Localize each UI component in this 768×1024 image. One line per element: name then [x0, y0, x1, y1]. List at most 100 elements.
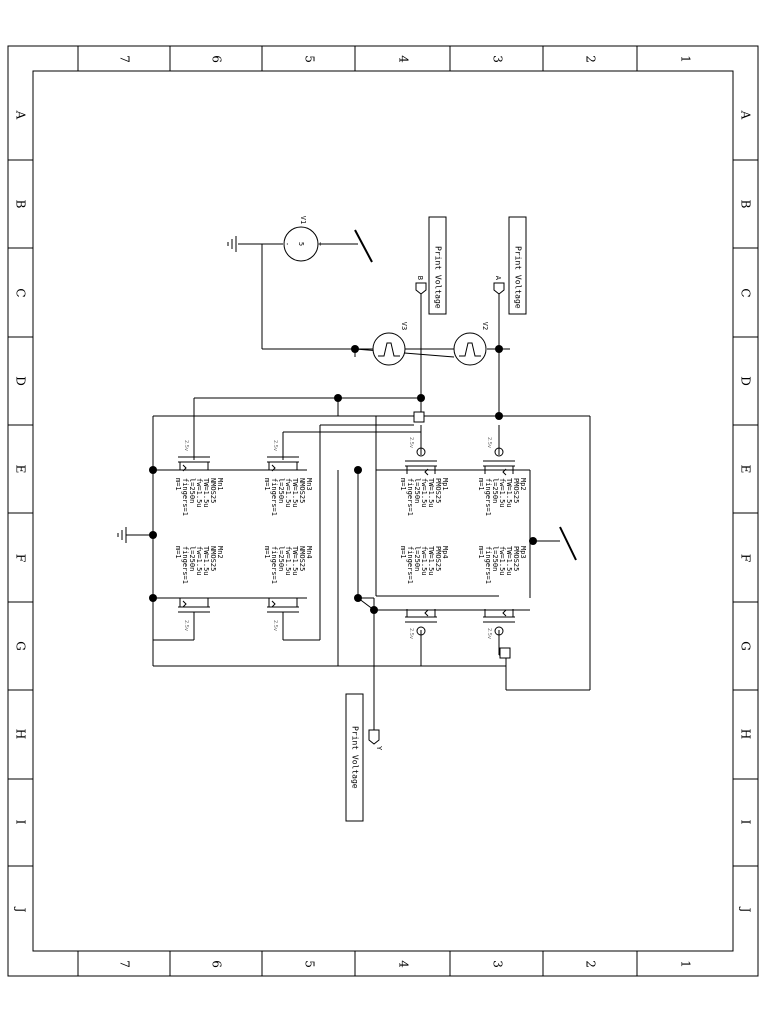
ground-symbol	[227, 236, 237, 252]
svg-text:TW=1.5u: TW=1.5u	[202, 546, 210, 576]
row-label: A	[739, 110, 753, 120]
pmos-mp3-symbol[interactable]	[483, 609, 515, 636]
supply-label: 2.5v	[486, 437, 492, 448]
row-label: H	[14, 729, 28, 739]
probe-y[interactable]: Y Print Voltage	[345, 693, 383, 822]
row-labels-left: A B C D E F G H I J	[14, 110, 28, 913]
net-ports	[413, 411, 511, 659]
row-label: D	[14, 376, 28, 386]
col-label: 3	[491, 55, 505, 63]
svg-text:fingers=1: fingers=1	[484, 546, 492, 584]
supply-label: 2.5v	[183, 440, 189, 451]
col-label: 4	[397, 960, 411, 968]
svg-text:fingers=1: fingers=1	[270, 478, 278, 516]
svg-text:NMOS25: NMOS25	[298, 546, 306, 571]
col-label: 2	[584, 960, 598, 968]
svg-text:m=1: m=1	[263, 478, 271, 491]
col-label: 2	[584, 55, 598, 63]
svg-text:m=1: m=1	[174, 478, 182, 491]
supply-label: 2.5v	[408, 628, 414, 639]
nmos-mn4-symbol[interactable]	[267, 598, 299, 620]
nmos-mn2-symbol[interactable]	[178, 598, 210, 620]
svg-text:PMOS25: PMOS25	[434, 546, 442, 571]
row-label: F	[739, 554, 753, 562]
v2-name: V2	[481, 322, 489, 330]
pmos-mp1-symbol[interactable]	[405, 447, 437, 476]
svg-text:+: +	[316, 242, 324, 246]
svg-text:Mn4: Mn4	[305, 546, 313, 559]
col-label: 1	[679, 55, 693, 63]
col-label: 6	[210, 960, 224, 968]
mn2-params: Mn2 NMOS25 TW=1.5u fw=1.5u l=250n finger…	[174, 546, 224, 584]
svg-text:m=1: m=1	[174, 546, 182, 559]
drawing-frame	[7, 45, 759, 977]
svg-text:Mn3: Mn3	[305, 478, 313, 491]
row-labels-right: A B C D E F G H I J	[739, 110, 753, 913]
row-label: I	[739, 820, 753, 825]
svg-text:fw=1.5u: fw=1.5u	[284, 546, 292, 576]
row-label: G	[739, 641, 753, 651]
row-label: E	[14, 465, 28, 474]
supply-label: 2.5v	[408, 437, 414, 448]
svg-text:TW=1.5u: TW=1.5u	[291, 546, 299, 576]
svg-text:fw=1.5u: fw=1.5u	[420, 478, 428, 508]
mn3-params: Mn3 NMOS25 TW=1.5u fw=1.5u l=250n finger…	[263, 478, 313, 516]
svg-text:fingers=1: fingers=1	[181, 478, 189, 516]
svg-text:l=250n: l=250n	[413, 546, 421, 571]
svg-text:PMOS25: PMOS25	[512, 478, 520, 503]
svg-text:l=250n: l=250n	[277, 478, 285, 503]
svg-text:fw=1.5u: fw=1.5u	[498, 546, 506, 576]
voltage-source-v1[interactable]: V1 5 + -	[283, 216, 324, 262]
supply-label: 2.5v	[272, 440, 278, 451]
row-label: J	[14, 906, 28, 913]
nmos-mn3-symbol[interactable]	[267, 448, 299, 472]
probe-y-net: Y	[375, 746, 383, 751]
svg-text:fingers=1: fingers=1	[406, 478, 414, 516]
v1-value: 5	[297, 242, 305, 246]
pmos-mp2-symbol[interactable]	[483, 447, 515, 476]
row-label: F	[14, 554, 28, 562]
svg-text:fw=1.5u: fw=1.5u	[195, 546, 203, 576]
svg-text:m=1: m=1	[399, 478, 407, 491]
svg-text:TW=1.5u: TW=1.5u	[202, 478, 210, 508]
voltage-source-v3[interactable]: V3	[372, 322, 408, 366]
col-label: 5	[303, 55, 317, 63]
svg-text:fw=1.5u: fw=1.5u	[498, 478, 506, 508]
probe-b[interactable]: B Print Voltage	[415, 216, 447, 315]
row-label: C	[14, 288, 28, 297]
row-label: E	[739, 465, 753, 474]
svg-text:Mp4: Mp4	[441, 546, 449, 559]
row-label: D	[739, 376, 753, 386]
row-label: A	[14, 110, 28, 120]
column-labels-top: 7 6 5 4 3 2 1	[118, 55, 693, 63]
svg-text:PMOS25: PMOS25	[434, 478, 442, 503]
voltage-source-v2[interactable]: V2	[453, 322, 489, 366]
svg-text:m=1: m=1	[477, 478, 485, 491]
col-label: 7	[118, 55, 132, 63]
row-label: J	[739, 906, 753, 913]
junction-dots	[149, 345, 537, 614]
svg-text:-: -	[283, 242, 291, 246]
probe-a-label: Print Voltage	[514, 246, 523, 309]
supply-label: 2.5v	[272, 620, 278, 631]
svg-text:fw=1.5u: fw=1.5u	[420, 546, 428, 576]
svg-text:TW=1.5u: TW=1.5u	[505, 546, 513, 576]
svg-text:NMOS25: NMOS25	[209, 546, 217, 571]
svg-text:TW=1.5u: TW=1.5u	[291, 478, 299, 508]
svg-text:l=250n: l=250n	[413, 478, 421, 503]
svg-text:NMOS25: NMOS25	[209, 478, 217, 503]
svg-text:PMOS25: PMOS25	[512, 546, 520, 571]
svg-text:TW=1.5u: TW=1.5u	[505, 478, 513, 508]
nmos-mn1-symbol[interactable]	[178, 448, 210, 472]
svg-text:Mn1: Mn1	[216, 478, 224, 491]
pmos-mp4-symbol[interactable]	[405, 609, 437, 636]
mp2-params: Mp2 PMOS25 TW=1.5u fw=1.5u l=250n finger…	[477, 478, 527, 516]
col-label: 4	[397, 55, 411, 63]
probe-a-net: A	[494, 276, 502, 281]
probe-a[interactable]: A Print Voltage	[493, 216, 527, 315]
svg-text:fingers=1: fingers=1	[484, 478, 492, 516]
svg-text:TW=1.5u: TW=1.5u	[427, 546, 435, 576]
probe-b-label: Print Voltage	[434, 246, 443, 309]
svg-text:fingers=1: fingers=1	[181, 546, 189, 584]
